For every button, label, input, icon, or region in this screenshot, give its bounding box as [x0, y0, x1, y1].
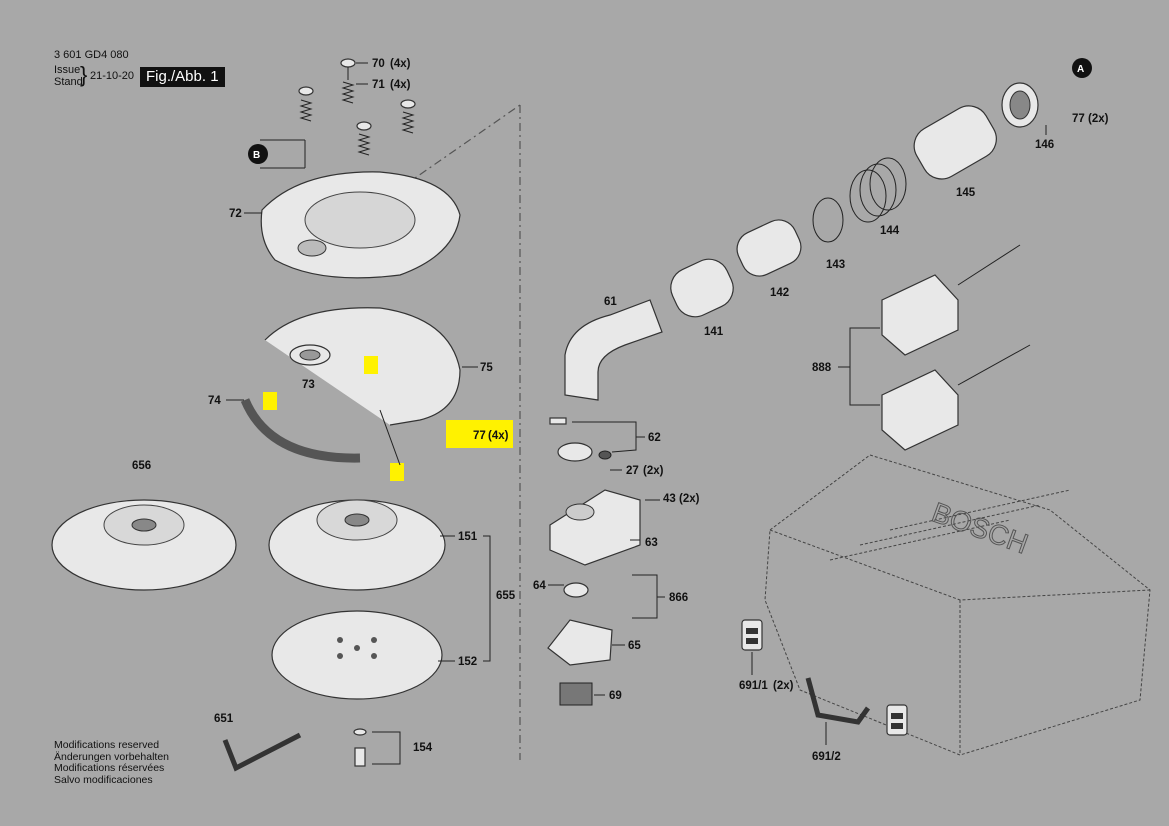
- label-69: 69: [609, 690, 622, 702]
- screw-spring-left: [298, 86, 314, 122]
- label-71-qty: (4x): [390, 79, 411, 91]
- sleeve-145: [913, 105, 997, 180]
- spring-71: [341, 81, 355, 104]
- label-70: 70: [372, 58, 385, 70]
- hex-key-651: [222, 732, 302, 772]
- label-142: 142: [770, 287, 789, 299]
- label-144: 144: [880, 225, 900, 237]
- highlight-screw-2: [263, 392, 277, 410]
- fitting-69: [559, 682, 593, 706]
- marker-a-text: A: [1077, 64, 1084, 75]
- svg-text:BOSCH: BOSCH: [928, 497, 1032, 560]
- label-651: 651: [214, 713, 234, 725]
- assembly-axis-top: [404, 104, 521, 186]
- marker-b-text: B: [253, 150, 260, 161]
- screw-70: [340, 58, 356, 80]
- part-64: [563, 582, 589, 598]
- label-77-qty: (4x): [488, 430, 509, 442]
- housing-72: [260, 171, 461, 279]
- label-77b-qty: (2x): [1088, 113, 1109, 125]
- label-75: 75: [480, 362, 493, 374]
- coupler-146: [1001, 82, 1039, 128]
- label-70-qty: (4x): [390, 58, 411, 70]
- label-691-1-qty: (2x): [773, 680, 794, 692]
- note-en: Modifications reserved: [54, 739, 160, 751]
- ring-75: [264, 307, 461, 426]
- screw-154: [353, 728, 367, 767]
- label-27-qty: (2x): [643, 465, 664, 477]
- label-691-1: 691/1: [739, 680, 768, 692]
- ring-143: [812, 197, 844, 243]
- label-72: 72: [229, 208, 242, 220]
- marker-b: [248, 144, 268, 164]
- highlight-screw-3: [390, 463, 404, 481]
- label-27: 27: [626, 465, 639, 477]
- label-43: 43: [663, 493, 676, 505]
- highlight-label-77: [446, 420, 513, 448]
- label-77b: 77: [1072, 113, 1085, 125]
- spring-144: [849, 157, 907, 223]
- stand-label: Stand: [54, 76, 83, 88]
- disc-152: [271, 610, 443, 700]
- elbow-61: [564, 299, 663, 401]
- label-655: 655: [496, 590, 516, 602]
- label-65: 65: [628, 640, 641, 652]
- issue-label: Issue: [54, 64, 81, 76]
- pad-151: [268, 499, 446, 591]
- screw-spring-center: [356, 121, 372, 156]
- label-145: 145: [956, 187, 976, 199]
- note-de: Änderungen vorbehalten: [54, 750, 170, 763]
- strip-74: [240, 398, 361, 463]
- part-number: 3 601 GD4 080: [54, 49, 129, 61]
- label-77: 77: [473, 430, 486, 442]
- note-es: Salvo modificaciones: [54, 773, 153, 786]
- handle-691-2: [805, 677, 871, 725]
- tube-141: [670, 258, 734, 318]
- label-61: 61: [604, 296, 617, 308]
- clamp-62: [549, 417, 612, 462]
- modification-notes: Modifications reserved Änderungen vorbeh…: [54, 739, 170, 786]
- label-154: 154: [413, 742, 433, 754]
- label-151: 151: [458, 531, 478, 543]
- label-63: 63: [645, 537, 658, 549]
- label-43-qty: (2x): [679, 493, 700, 505]
- label-888: 888: [812, 362, 832, 374]
- label-74: 74: [208, 395, 221, 407]
- label-62: 62: [648, 432, 661, 444]
- note-fr: Modifications réservées: [54, 762, 165, 774]
- screw-spring-right: [400, 99, 416, 134]
- label-656: 656: [132, 460, 151, 472]
- carry-case: BOSCH: [764, 454, 1151, 756]
- label-866: 866: [669, 592, 688, 604]
- label-73: 73: [302, 379, 315, 391]
- label-64: 64: [533, 580, 546, 592]
- issue-date: 21-10-20: [90, 70, 135, 82]
- cover-65: [547, 619, 613, 666]
- highlight-screw-1: [364, 356, 378, 374]
- latch-691-1-right: [886, 704, 908, 736]
- plug-888-top: [881, 244, 1021, 356]
- plug-888-bottom: [881, 344, 1031, 451]
- bracket-655: [483, 535, 491, 662]
- latch-691-1-left: [741, 619, 763, 651]
- label-141: 141: [704, 326, 724, 338]
- label-146: 146: [1035, 139, 1054, 151]
- pad-656: [51, 499, 237, 591]
- marker-a: [1072, 58, 1092, 78]
- label-152: 152: [458, 656, 477, 668]
- figure-label: Fig./Abb. 1: [140, 67, 225, 87]
- label-691-2: 691/2: [812, 751, 841, 763]
- label-71: 71: [372, 79, 385, 91]
- label-143: 143: [826, 259, 845, 271]
- adapter-63: [549, 489, 641, 566]
- cap-73: [289, 344, 331, 366]
- brace-glyph: }: [80, 62, 88, 87]
- tube-142: [736, 219, 802, 277]
